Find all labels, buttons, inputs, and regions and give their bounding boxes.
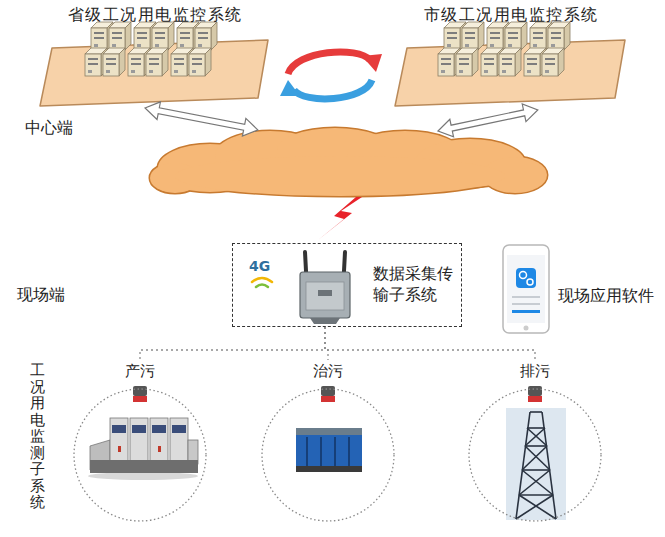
circle-outline	[70, 360, 210, 528]
acquisition-box: 4G 数据采集传输子系统	[232, 243, 462, 327]
text-slot: 产污	[70, 361, 210, 382]
dotted-link	[140, 327, 325, 360]
signal-waves	[252, 278, 272, 287]
monitor-circle: 产污	[70, 360, 210, 528]
text-slot: 治污	[258, 361, 398, 382]
circle-border	[262, 389, 394, 521]
network-badge: 4G	[249, 257, 270, 275]
double-arrow	[143, 99, 259, 139]
app-label: 现场应用软件	[558, 286, 654, 307]
dotted-link	[325, 327, 535, 360]
province-platform	[40, 22, 268, 106]
circle-title: 排污	[520, 362, 550, 382]
label-slot: 中心端	[25, 118, 73, 139]
wireless-bolt	[318, 197, 362, 240]
circle-outline	[258, 360, 398, 528]
discharge-tower	[506, 408, 566, 520]
box-title: 数据采集传输子系统	[373, 264, 456, 306]
section-label: 中心端	[25, 118, 73, 139]
platform-title: 市级工况用电监控系统	[424, 5, 599, 26]
treatment-tanks	[296, 428, 362, 472]
text-slot: 排污	[465, 361, 605, 382]
router	[300, 252, 350, 324]
circle-outline	[465, 360, 605, 528]
label-slot: 工况用电监测子系统	[30, 362, 45, 511]
section-label: 现场端	[17, 285, 65, 306]
circle-title: 产污	[125, 362, 155, 382]
production-machine	[88, 418, 198, 480]
circle-border	[74, 389, 206, 521]
sync-arrows	[280, 52, 382, 99]
label-slot: 现场端	[17, 285, 65, 306]
double-arrow	[436, 101, 540, 140]
text-slot: 数据采集传输子系统	[373, 264, 456, 306]
platform-box: 市级工况用电监控系统	[395, 3, 627, 109]
city-platform	[395, 22, 625, 106]
label-slot: 现场应用软件	[558, 286, 654, 307]
platform-box: 省级工况用电监控系统	[40, 3, 270, 109]
circle-title: 治污	[313, 362, 343, 382]
text-slot: 4G	[249, 256, 270, 275]
sensor	[133, 386, 542, 402]
circle-border	[469, 389, 601, 521]
monitor-circle: 排污	[465, 360, 605, 528]
network-cloud	[150, 128, 547, 196]
vertical-label: 工况用电监测子系统	[30, 362, 45, 511]
monitor-circle: 治污	[258, 360, 398, 528]
phone-app	[503, 245, 549, 333]
text-slot: 省级工况用电监控系统	[40, 5, 270, 26]
text-slot: 市级工况用电监控系统	[395, 5, 627, 26]
platform-title: 省级工况用电监控系统	[68, 5, 243, 26]
